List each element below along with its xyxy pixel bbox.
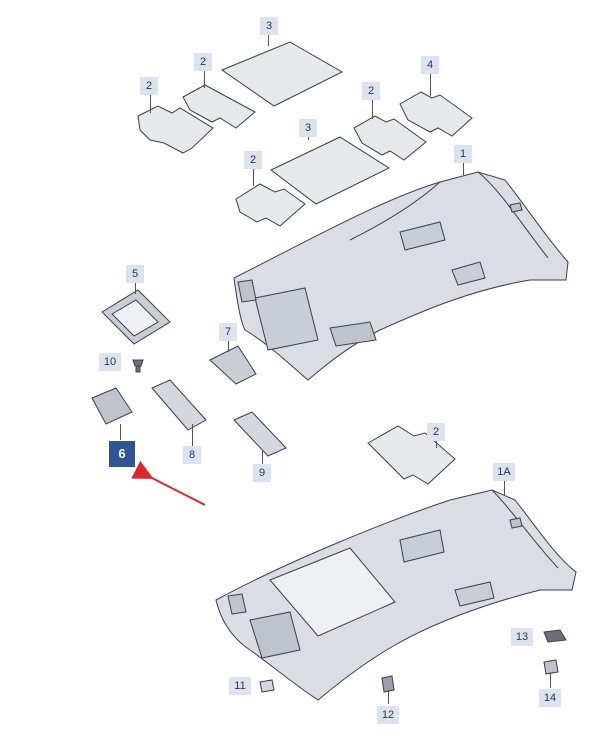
callout-10: 10 — [99, 353, 121, 371]
pad-2-right — [353, 115, 427, 161]
part-9-cover — [233, 411, 287, 457]
callout-6-highlighted[interactable]: 6 — [109, 441, 135, 467]
pad-3-center — [270, 136, 391, 205]
callout-14: 14 — [539, 689, 561, 707]
callout-1a: 1A — [493, 463, 515, 481]
pad-3-top — [220, 41, 344, 107]
callout-8: 8 — [183, 446, 201, 464]
callout-4: 4 — [421, 56, 439, 74]
callout-12: 12 — [377, 706, 399, 724]
callout-2-lower: 2 — [244, 151, 262, 169]
callout-3-center: 3 — [299, 119, 317, 137]
callout-2-mid: 2 — [194, 53, 212, 71]
callout-7: 7 — [219, 323, 237, 341]
headliner-1 — [233, 171, 569, 381]
callout-9: 9 — [253, 464, 271, 482]
callout-5: 5 — [126, 265, 144, 283]
pad-4 — [399, 91, 473, 137]
callout-3-top: 3 — [260, 17, 278, 35]
callout-2-right: 2 — [362, 82, 380, 100]
pad-2-mid — [182, 84, 256, 129]
callout-2-left: 2 — [140, 77, 158, 95]
part-13-pad — [543, 629, 567, 643]
callout-13: 13 — [511, 628, 533, 646]
callout-11: 11 — [229, 677, 251, 695]
part-14-clip — [543, 659, 559, 675]
headliner-1a — [215, 489, 577, 701]
part-11-clip — [259, 679, 275, 693]
part-8-cover — [151, 379, 207, 431]
part-10-screw — [132, 359, 144, 367]
part-12-clip — [381, 675, 395, 693]
indicator-arrow — [131, 460, 206, 506]
pad-2-lower — [235, 183, 306, 227]
pad-2-left — [137, 105, 214, 154]
part-6-light — [91, 387, 133, 425]
callout-2-bottom: 2 — [427, 423, 445, 441]
part-7-trim — [209, 345, 257, 385]
callout-1: 1 — [454, 145, 472, 163]
